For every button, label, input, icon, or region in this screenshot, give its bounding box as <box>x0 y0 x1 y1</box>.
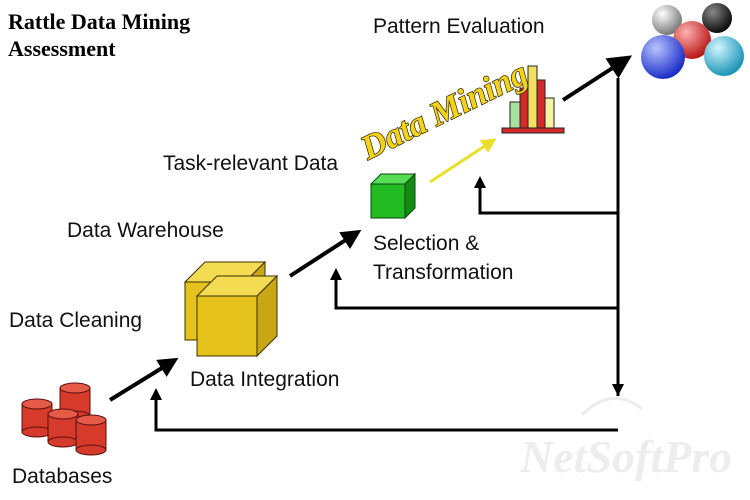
label-data-warehouse: Data Warehouse <box>67 219 224 242</box>
database-cylinders-icon <box>21 382 107 456</box>
arrow-to-selection <box>288 229 362 278</box>
label-transformation: Transformation <box>373 261 513 284</box>
arrow-to-patterns <box>429 138 497 184</box>
warehouse-cubes-icon <box>183 260 279 358</box>
bar-chart-icon <box>501 65 565 134</box>
title-line-2: Assessment <box>8 36 116 61</box>
label-selection: Selection & <box>373 232 479 255</box>
label-pattern-evaluation: Pattern Evaluation <box>373 15 545 38</box>
green-cube-icon <box>369 172 417 220</box>
watermark-text: NetSoftPro <box>519 431 732 482</box>
label-data-cleaning: Data Cleaning <box>9 309 142 332</box>
title-line-1: Rattle Data Mining <box>8 9 190 34</box>
watermark-logo: NetSoftPro <box>519 396 732 482</box>
data-mining-label: Data Mining <box>354 55 533 168</box>
label-data-integration: Data Integration <box>190 368 339 391</box>
label-task-relevant-data: Task-relevant Data <box>163 152 338 175</box>
arrow-to-knowledge <box>561 55 633 102</box>
knowledge-spheres-icon <box>641 3 744 79</box>
arrow-to-integration <box>108 357 179 402</box>
feedback-lines <box>150 78 624 432</box>
label-databases: Databases <box>12 465 112 488</box>
